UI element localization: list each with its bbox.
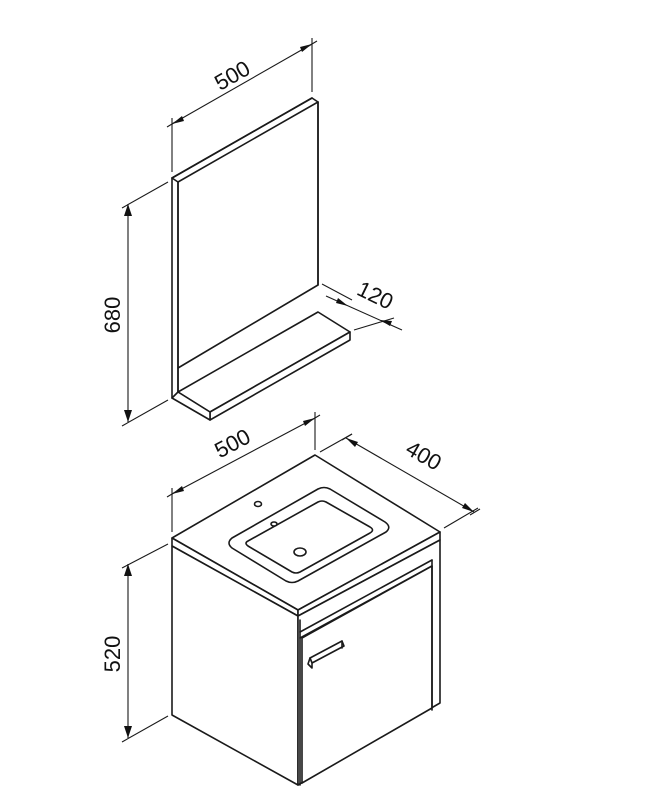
cabinet-width-label: 500 [210, 424, 254, 463]
door-handle[interactable] [307, 640, 345, 669]
cabinet-height-dimension: 520 [100, 543, 169, 743]
basin-inner-bowl [245, 500, 374, 574]
sink-basin [228, 486, 390, 584]
mirror-height-label: 680 [100, 297, 125, 334]
overflow-hole-icon [270, 521, 278, 527]
drain-icon [293, 547, 307, 557]
mirror-edge-top [171, 97, 313, 179]
shelf-depth-label: 120 [353, 276, 397, 315]
cabinet-top-rail [299, 559, 433, 633]
cabinet-height-label: 520 [100, 636, 125, 673]
mirror-height-dimension: 680 [100, 181, 169, 427]
mirror-edge-top-back [177, 101, 319, 183]
cabinet-depth-label: 400 [402, 435, 446, 475]
cabinet [171, 454, 441, 786]
mirror-width-label: 500 [210, 55, 254, 95]
faucet-hole-icon [253, 500, 263, 508]
mirror [171, 97, 351, 421]
mirror-shelf-side [171, 391, 211, 421]
